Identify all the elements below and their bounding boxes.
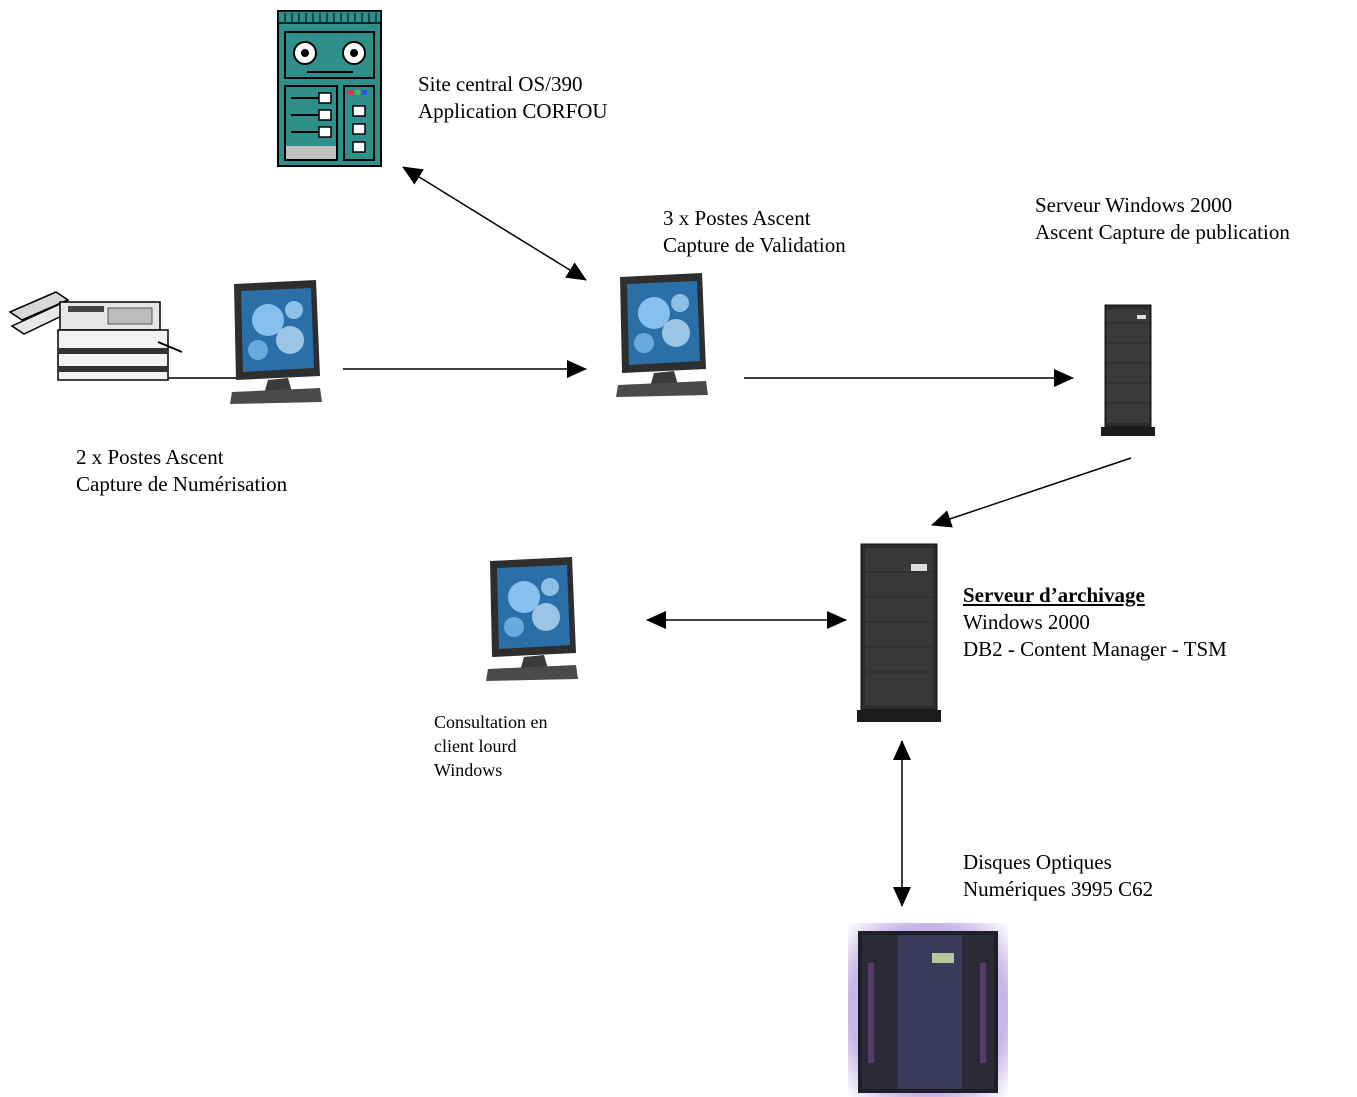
client-label: Consultation en client lourd Windows — [434, 710, 548, 782]
publication-label-line2: Ascent Capture de publication — [1035, 220, 1290, 244]
archive-label: Serveur d’archivage Windows 2000 DB2 - C… — [963, 582, 1227, 663]
client-label-line3: Windows — [434, 760, 503, 780]
validation-label: 3 x Postes Ascent Capture de Validation — [663, 205, 846, 259]
archive-label-line1: Windows 2000 — [963, 610, 1090, 634]
scan-label-line2: Capture de Numérisation — [76, 472, 288, 496]
client-workstation-monitor-icon — [484, 557, 580, 682]
publication-label-line1: Serveur Windows 2000 — [1035, 193, 1233, 217]
archive-label-title: Serveur d’archivage — [963, 583, 1145, 607]
client-label-line1: Consultation en — [434, 712, 548, 732]
optical-label: Disques Optiques Numériques 3995 C62 — [963, 849, 1153, 903]
archive-tower-server-icon — [857, 542, 941, 724]
scan-label: 2 x Postes Ascent Capture de Numérisatio… — [76, 444, 287, 498]
scan-label-line1: 2 x Postes Ascent — [76, 445, 224, 469]
mainframe-tape-icon — [277, 10, 382, 167]
mainframe-label-line2: Application CORFOU — [418, 99, 608, 123]
scan-workstation-monitor-icon — [228, 280, 324, 405]
optical-label-line1: Disques Optiques — [963, 850, 1112, 874]
mainframe-label: Site central OS/390 Application CORFOU — [418, 71, 608, 125]
optical-label-line2: Numériques 3995 C62 — [963, 877, 1154, 901]
arrow-mainframe-validation — [402, 166, 587, 281]
validation-workstation-monitor-icon — [614, 273, 710, 398]
archive-label-line2: DB2 - Content Manager - TSM — [963, 637, 1227, 661]
publication-label: Serveur Windows 2000 Ascent Capture de p… — [1035, 192, 1290, 246]
validation-label-line1: 3 x Postes Ascent — [663, 206, 811, 230]
mainframe-label-line1: Site central OS/390 — [418, 72, 583, 96]
arrow-publication-to-archive — [931, 457, 1132, 528]
optical-disk-library-icon — [848, 923, 1008, 1097]
validation-label-line2: Capture de Validation — [663, 233, 846, 257]
client-label-line2: client lourd — [434, 736, 517, 756]
publication-tower-server-icon — [1101, 303, 1155, 438]
scanner-fax-icon — [8, 282, 183, 384]
